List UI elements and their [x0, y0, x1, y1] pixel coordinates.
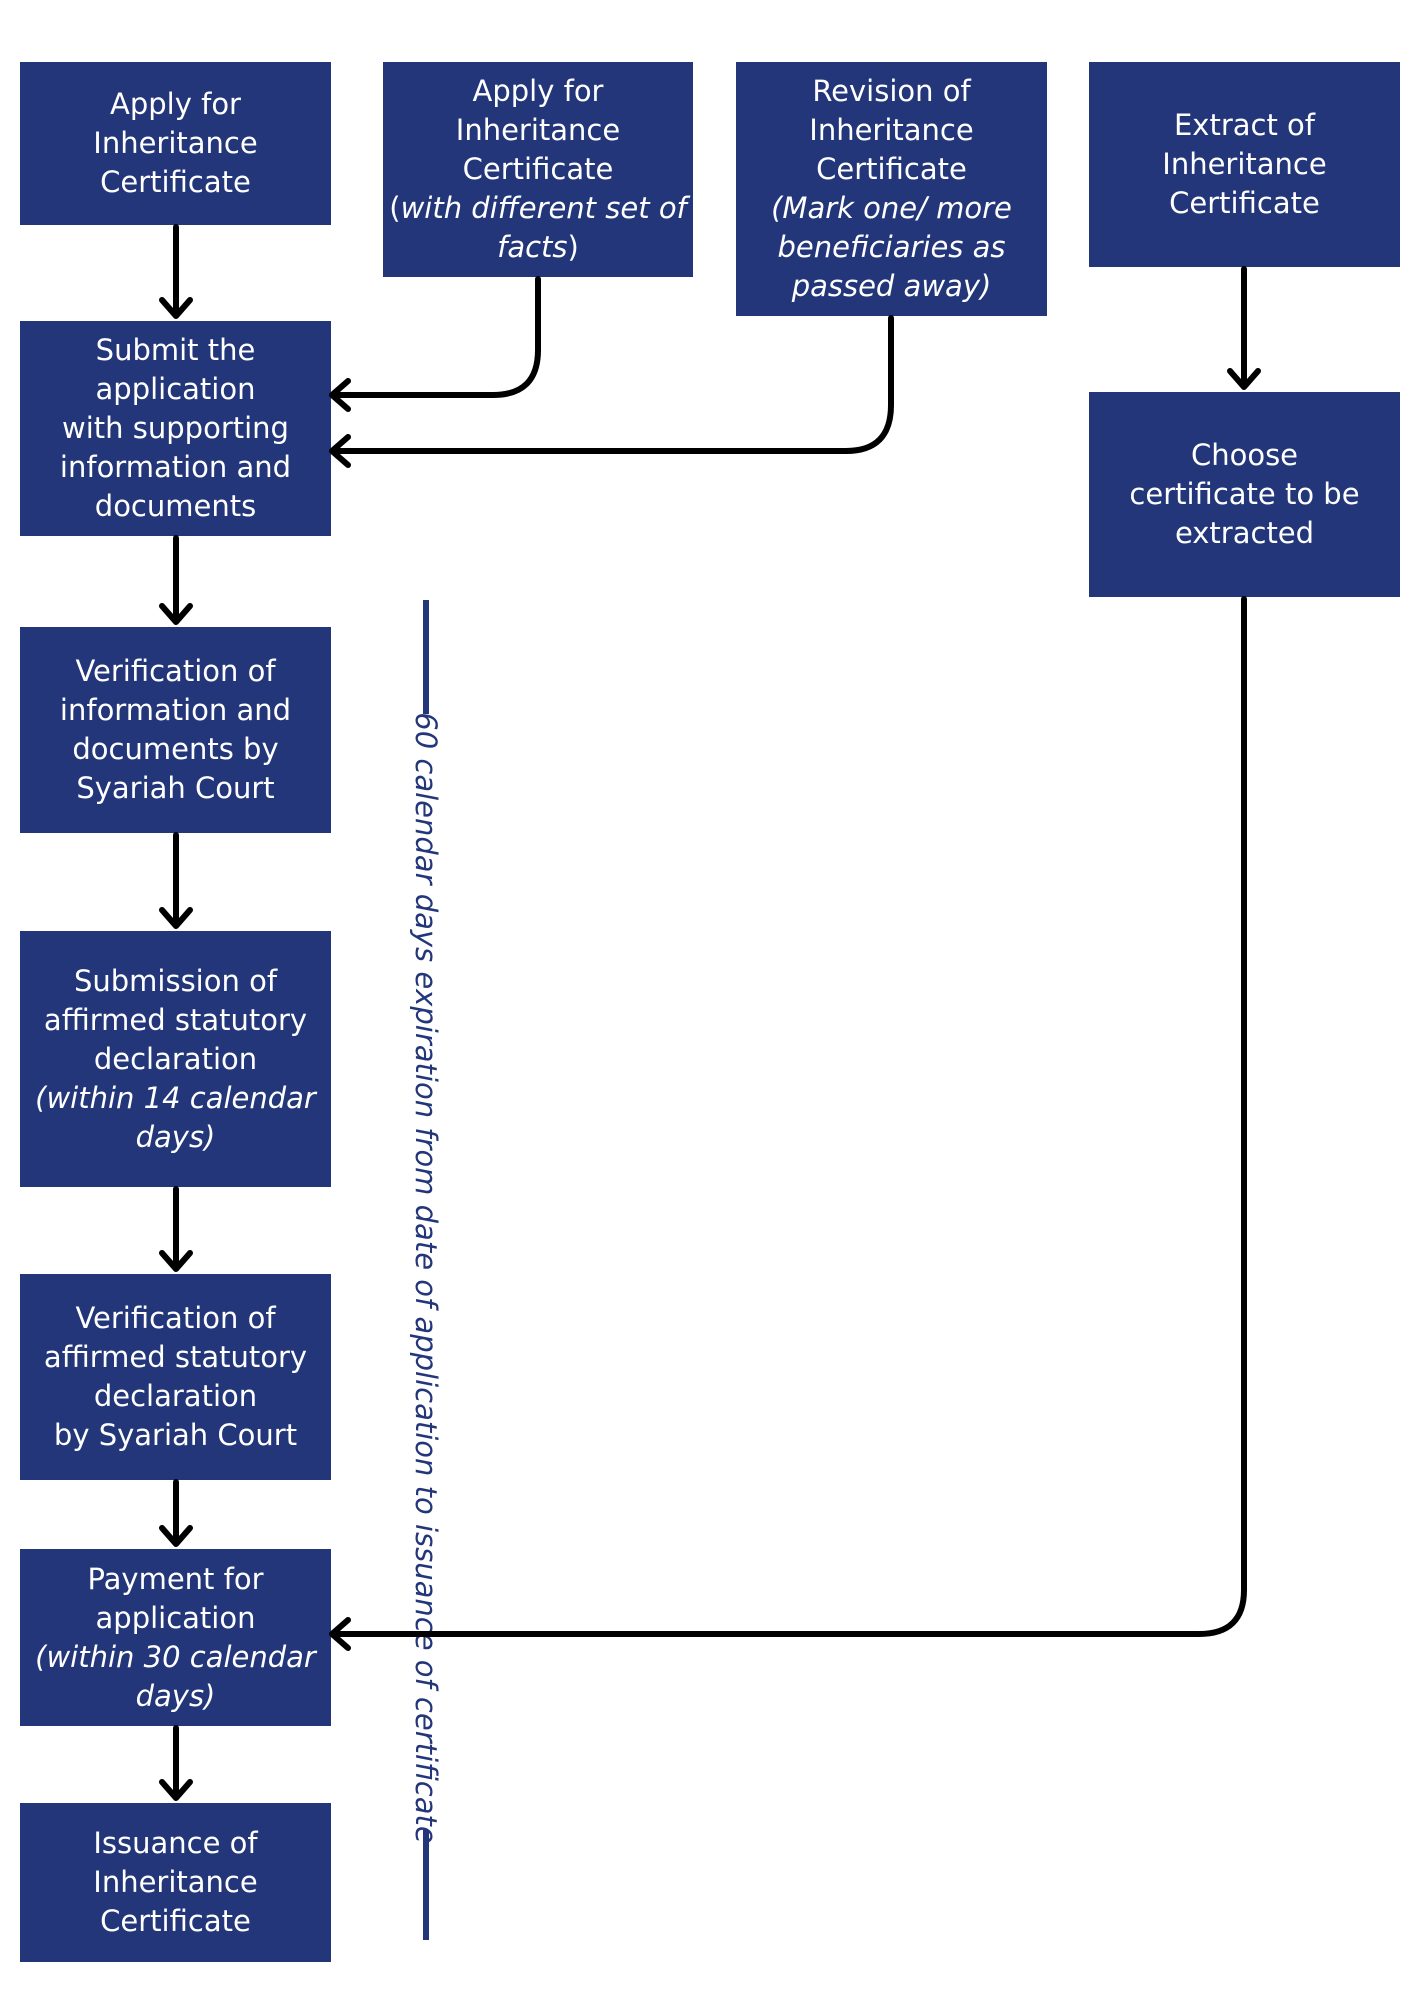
box-text: application	[95, 1600, 256, 1635]
box-text: Inheritance	[93, 126, 258, 160]
box-note: beneficiaries as	[777, 230, 1006, 264]
issuance-box: Issuance of Inheritance Certificate	[20, 1803, 331, 1962]
box-text: declaration	[93, 1041, 258, 1076]
box-note: (Mark one/ more	[771, 191, 1012, 225]
box-note-line: (with different set of	[389, 189, 687, 228]
box-note: (within 14 calendar	[35, 1080, 316, 1115]
box-text: information and	[59, 450, 292, 484]
box-text: Certificate	[1169, 186, 1320, 220]
box-note: with different set of	[400, 191, 687, 225]
box-text: Verification of	[75, 654, 276, 688]
arrow-submission-to-verify-sd	[159, 1186, 193, 1272]
box-text: Inheritance	[809, 113, 974, 147]
arrow-verify-sd-to-payment	[159, 1479, 193, 1547]
revision-certificate-box: Revision of Inheritance Certificate (Mar…	[736, 62, 1047, 316]
paren: (	[389, 191, 401, 225]
box-text: Syariah Court	[76, 771, 275, 805]
box-text: documents	[94, 489, 257, 523]
box-text: Issuance of	[93, 1826, 258, 1860]
arrow-apply-to-submit	[159, 224, 193, 319]
arrow-different-facts-to-submit	[329, 276, 541, 412]
box-note: facts	[497, 230, 568, 264]
box-text: Extract of	[1173, 108, 1316, 142]
timeline-label: 60 calendar days expiration from date of…	[409, 712, 443, 1844]
box-text: Inheritance	[455, 113, 621, 147]
box-text: by Syariah Court	[53, 1418, 298, 1452]
box-text: Choose	[1190, 438, 1299, 472]
choose-certificate-box: Choose certificate to be extracted	[1089, 392, 1400, 597]
box-note: (within 30 calendar	[35, 1639, 316, 1674]
timeline-line-top	[423, 600, 429, 714]
box-text: Apply for	[110, 87, 241, 121]
box-text: affirmed statutory	[43, 1002, 308, 1037]
apply-certificate-box: Apply for Inheritance Certificate	[20, 62, 331, 225]
box-text: Certificate	[100, 165, 251, 199]
extract-certificate-box: Extract of Inheritance Certificate	[1089, 62, 1400, 267]
box-text: certificate to be	[1129, 477, 1360, 511]
verification-statutory-declaration-box: Verification of affirmed statutory decla…	[20, 1274, 331, 1480]
box-text: information and	[59, 693, 292, 727]
box-text: Inheritance	[93, 1865, 258, 1899]
box-text: Apply for	[472, 74, 604, 108]
arrow-extract-to-choose	[1227, 266, 1261, 390]
arrow-verify-to-submission	[159, 832, 193, 929]
arrow-submit-to-verify	[159, 535, 193, 625]
arrow-payment-to-issuance	[159, 1725, 193, 1801]
box-text: application	[95, 372, 256, 406]
verification-documents-box: Verification of information and document…	[20, 627, 331, 833]
box-text: Payment for	[87, 1561, 264, 1596]
box-text: declaration	[93, 1379, 258, 1413]
arrow-revision-to-submit	[329, 315, 894, 468]
box-text: Certificate	[462, 152, 614, 186]
box-note: days)	[135, 1119, 216, 1154]
box-text: Inheritance	[1162, 147, 1327, 181]
box-text: Submission of	[73, 963, 278, 998]
box-text: Verification of	[75, 1301, 276, 1335]
box-text: documents by	[72, 732, 279, 766]
paren: )	[567, 230, 579, 264]
submission-statutory-declaration-box: Submission of affirmed statutory declara…	[20, 931, 331, 1187]
box-text: with supporting	[62, 411, 289, 445]
box-note: days)	[135, 1678, 216, 1713]
box-text: affirmed statutory	[43, 1340, 308, 1374]
box-note: passed away)	[791, 269, 992, 303]
apply-different-facts-box: Apply for Inheritance Certificate (with …	[383, 62, 693, 277]
box-text: Certificate	[100, 1904, 251, 1938]
submit-application-box: Submit the application with supporting i…	[20, 321, 331, 536]
box-note-line: facts)	[497, 228, 579, 267]
payment-box: Payment for application (within 30 calen…	[20, 1549, 331, 1726]
box-text: Submit the	[95, 333, 256, 367]
timeline-line-bottom	[423, 1830, 429, 1940]
arrow-choose-to-payment	[329, 596, 1247, 1651]
box-text: Certificate	[816, 152, 967, 186]
box-text: Revision of	[812, 74, 971, 108]
box-text: extracted	[1174, 516, 1315, 550]
